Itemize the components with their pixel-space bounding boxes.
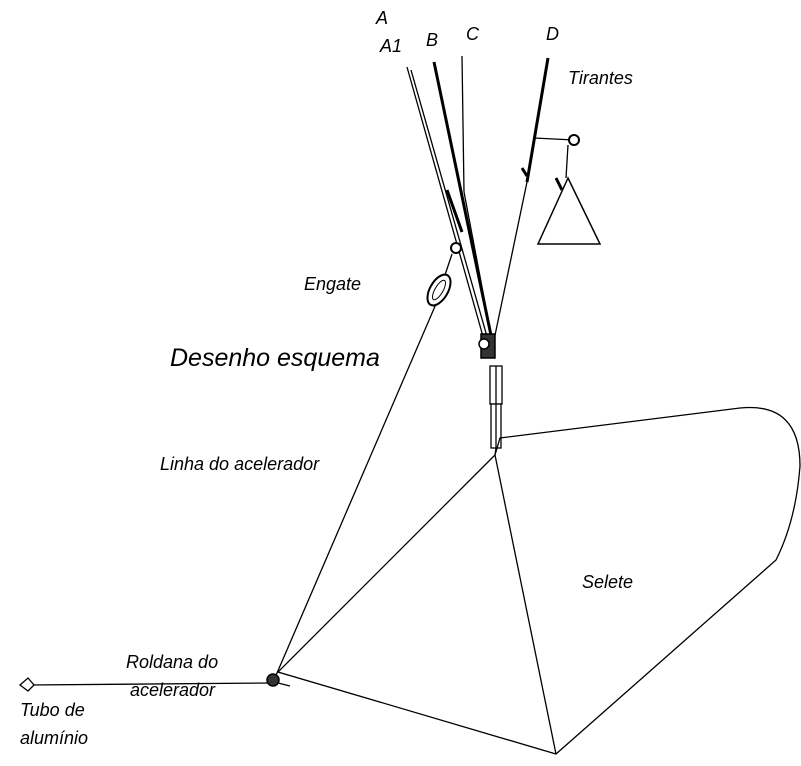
line-a1 bbox=[410, 69, 489, 341]
aluminum-tube-bar bbox=[27, 682, 273, 686]
label-roldana-line2: acelerador bbox=[130, 680, 216, 700]
label-tubo-line2: alumínio bbox=[20, 728, 88, 748]
harness-fold bbox=[494, 454, 557, 755]
tirantes-arm bbox=[533, 137, 575, 141]
engate-link-icon bbox=[426, 273, 452, 307]
line-d-lower bbox=[493, 181, 528, 341]
tirantes-tick bbox=[554, 177, 564, 191]
label-linha-acelerador: Linha do acelerador bbox=[160, 454, 320, 474]
label-desenho-esquema: Desenho esquema bbox=[170, 344, 380, 372]
line-b bbox=[432, 61, 494, 341]
line-a bbox=[406, 66, 485, 341]
engate-link-inner bbox=[432, 279, 446, 301]
label-roldana-line1: Roldana do bbox=[126, 652, 218, 672]
aluminum-tube-icon bbox=[18, 677, 35, 692]
weight-triangle-icon bbox=[536, 176, 602, 245]
line-d bbox=[525, 57, 550, 183]
tirantes-pulley-icon bbox=[568, 134, 580, 146]
engate-connector bbox=[444, 253, 453, 276]
line-d-tick-1 bbox=[520, 167, 529, 177]
label-c: C bbox=[466, 24, 480, 44]
tirantes-drop bbox=[565, 144, 569, 179]
label-d: D bbox=[546, 24, 559, 44]
maillon-ring bbox=[478, 338, 490, 350]
label-b: B bbox=[426, 30, 438, 50]
accelerator-line-tail bbox=[277, 682, 291, 687]
label-a: A bbox=[375, 8, 388, 28]
label-engate: Engate bbox=[304, 274, 361, 294]
line-c bbox=[461, 55, 465, 193]
accelerator-pulley-icon bbox=[266, 673, 280, 687]
engate-ring-icon bbox=[450, 242, 462, 254]
label-tubo-line1: Tubo de bbox=[20, 700, 85, 720]
label-a1: A1 bbox=[379, 36, 402, 56]
label-selete: Selete bbox=[582, 572, 633, 592]
label-tirantes: Tirantes bbox=[568, 68, 633, 88]
line-c-lower bbox=[463, 191, 493, 341]
harness-body bbox=[276, 406, 801, 755]
accelerator-line bbox=[273, 303, 437, 681]
line-b-stiff bbox=[445, 189, 464, 233]
